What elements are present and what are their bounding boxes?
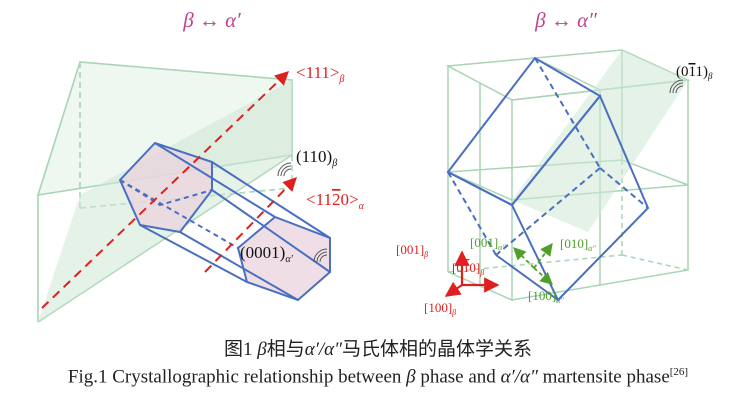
caption-chinese: 图1 β相与α′/α″马氏体相的晶体学关系 [223, 339, 533, 360]
direction-1120-arrow [204, 176, 297, 273]
label-100-alpha: [100]α″ [528, 288, 564, 305]
plane-110-symbol [277, 162, 292, 177]
right-title: β ↔ α″ [534, 8, 597, 32]
axis-010-alpha-arrow [533, 242, 553, 269]
plane-011-symbol [669, 79, 684, 94]
caption-english: Fig.1 Crystallographic relationship betw… [67, 366, 689, 388]
left-title: β ↔ α′ [182, 8, 241, 32]
label-110-beta: (110)β [296, 147, 337, 169]
left-panel: β ↔ α′ [36, 8, 365, 323]
label-010-beta: [010]β [452, 260, 484, 277]
orthorhombic-cell [446, 56, 650, 302]
label-0001-alpha: (0001)α′ [240, 243, 294, 265]
direction-111-arrow [41, 71, 290, 309]
label-010-alpha: [010]α″ [560, 236, 596, 253]
label-111-beta: <111>β [296, 63, 344, 85]
plane-011-beta [512, 50, 688, 232]
axis-001-alpha-arrow [513, 247, 535, 269]
axis-100-beta-arrow [444, 281, 463, 297]
label-011-beta: (011)β [676, 64, 713, 81]
alpha-axes [513, 242, 553, 285]
reference-number[interactable]: [26] [669, 366, 689, 378]
beta-axes [444, 250, 500, 297]
label-001-beta: [001]β [396, 242, 428, 259]
label-100-beta: [100]β [424, 300, 456, 317]
label-1120-alpha: <1120>α [306, 190, 365, 212]
plane-0001-symbol [313, 248, 328, 263]
right-panel: β ↔ α″ [396, 8, 713, 317]
label-001-alpha: [001]α″ [470, 235, 506, 252]
